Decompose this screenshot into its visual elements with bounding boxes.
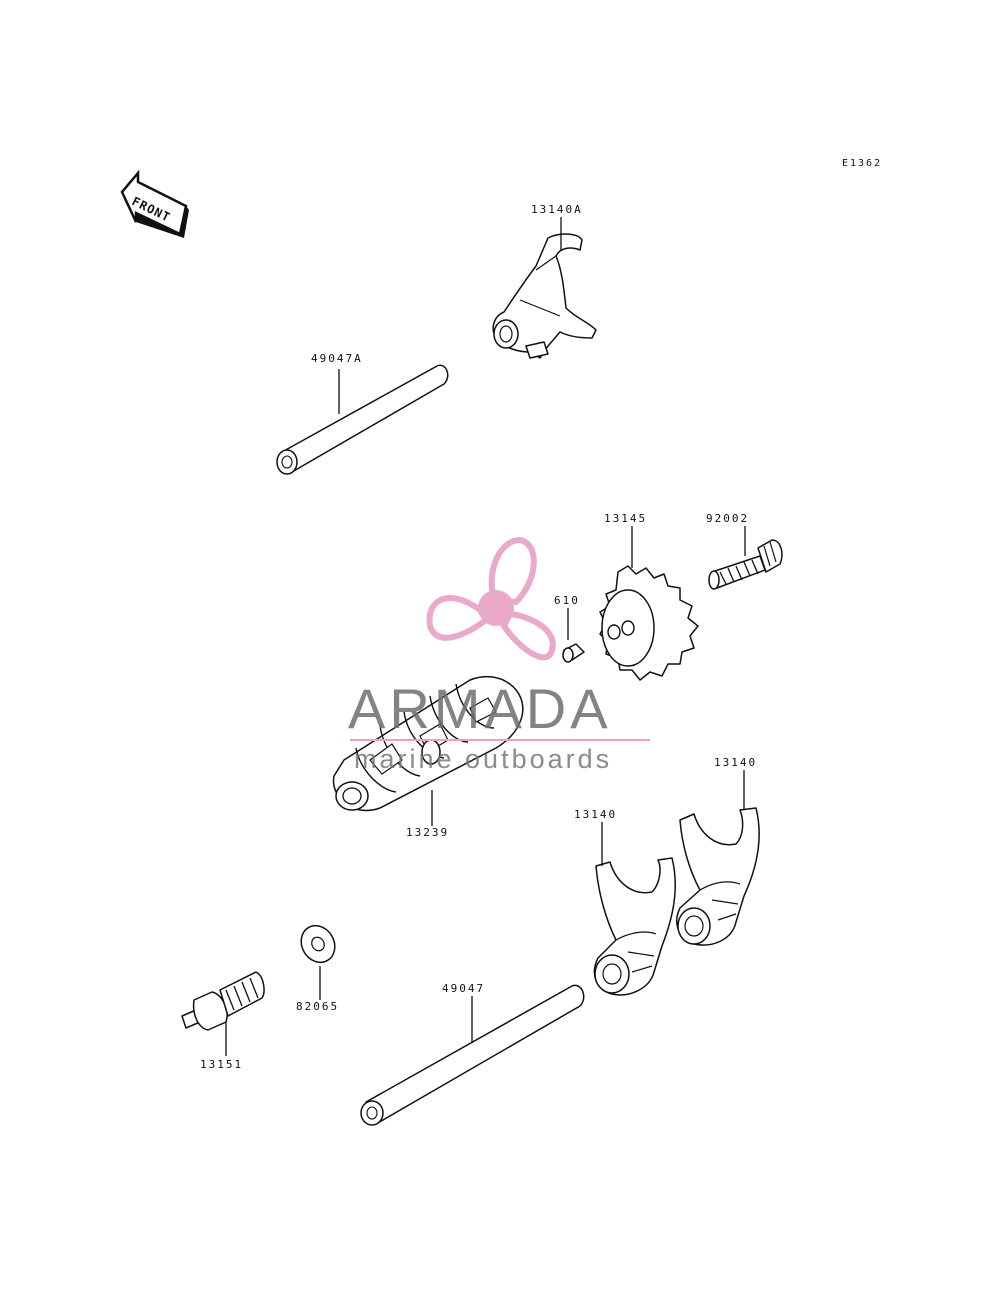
label-92002: 92002 — [706, 512, 749, 525]
front-arrow-icon: FRONT — [120, 169, 189, 238]
propeller-logo-icon — [426, 536, 556, 661]
label-49047: 49047 — [442, 982, 485, 995]
shift-rod-49047a — [276, 364, 449, 475]
plunger-13151 — [181, 971, 265, 1031]
label-49047a: 49047A — [311, 352, 363, 365]
label-13140-lower: 13140 — [574, 808, 617, 821]
watermark-tagline: marine outboards — [354, 744, 612, 774]
label-13140a: 13140A — [531, 203, 583, 216]
label-13151: 13151 — [200, 1058, 243, 1071]
armada-watermark: ARMADA marine outboards — [348, 536, 650, 774]
label-13239: 13239 — [406, 826, 449, 839]
label-13145: 13145 — [604, 512, 647, 525]
shift-fork-13140-upper — [676, 807, 760, 946]
label-82065: 82065 — [296, 1000, 339, 1013]
shift-fork-13140a — [492, 233, 597, 359]
shift-fork-13140-lower — [593, 857, 677, 996]
washer-82065 — [300, 924, 336, 964]
label-610: 610 — [554, 594, 580, 607]
label-13140-upper: 13140 — [714, 756, 757, 769]
shift-drum-13239 — [332, 675, 524, 812]
watermark-brand: ARMADA — [348, 677, 612, 740]
shift-rod-49047 — [360, 984, 585, 1126]
diagram-ref-code: E1362 — [842, 158, 882, 169]
pin-610 — [562, 643, 585, 663]
bolt-92002 — [708, 539, 783, 590]
drum-cam-13145 — [599, 565, 699, 681]
